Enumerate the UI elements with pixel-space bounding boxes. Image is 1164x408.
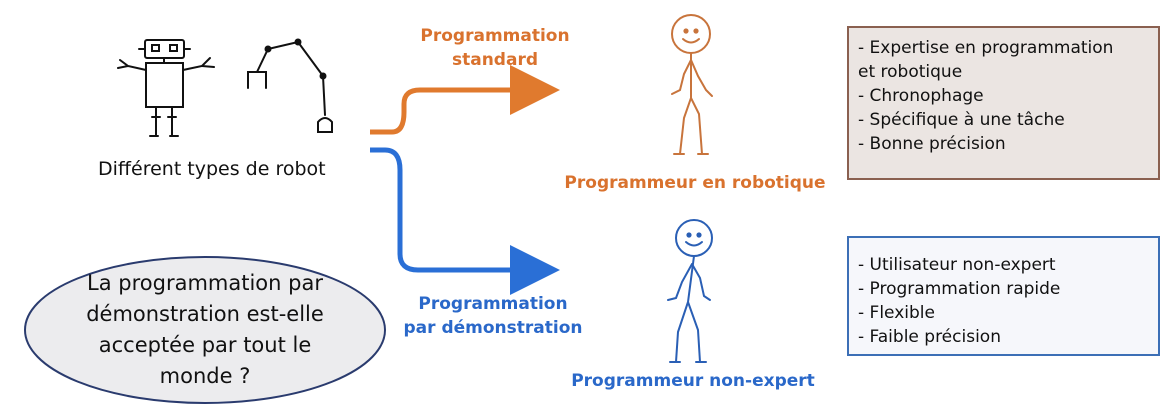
expert-trait: - Spécifique à une tâche xyxy=(858,110,1065,130)
non-expert-trait: - Faible précision xyxy=(858,327,1001,347)
robots-caption: Différent types de robot xyxy=(98,158,326,180)
robotics-programmer-figure-icon xyxy=(671,14,713,155)
expert-trait: - Chronophage xyxy=(858,86,984,106)
non-expert-trait: - Utilisateur non-expert xyxy=(858,255,1056,275)
demonstration-programming-label: Programmation par démonstration xyxy=(388,292,598,340)
non-expert-programmer-figure-icon xyxy=(667,219,713,363)
standard-label-line1: Programmation xyxy=(420,26,570,46)
demonstration-label-line2: par démonstration xyxy=(403,318,583,338)
standard-programming-label: Programmation standard xyxy=(400,24,590,72)
demonstration-label-line1: Programmation xyxy=(418,294,568,314)
standard-label-line2: standard xyxy=(451,50,538,70)
non-expert-traits-box: - Utilisateur non-expert - Programmation… xyxy=(847,236,1160,356)
non-expert-programmer-caption: Programmeur non-expert xyxy=(571,371,815,391)
question-text: La programmation par démonstration est-e… xyxy=(40,268,370,392)
demonstration-arrow xyxy=(370,147,560,295)
question-line: La programmation par xyxy=(87,271,323,295)
humanoid-robot-icon xyxy=(117,39,215,137)
question-line: acceptée par tout le xyxy=(98,333,312,357)
expert-trait: - Expertise en programmation xyxy=(858,38,1114,58)
question-line: démonstration est-elle xyxy=(86,302,324,326)
robotic-arm-icon xyxy=(247,38,333,133)
non-expert-trait: - Programmation rapide xyxy=(858,279,1061,299)
question-bubble xyxy=(24,256,386,404)
expert-traits-box: - Expertise en programmation et robotiqu… xyxy=(847,26,1160,180)
question-line: monde ? xyxy=(159,364,251,388)
robotics-programmer-caption: Programmeur en robotique xyxy=(564,173,826,193)
non-expert-trait: - Flexible xyxy=(858,303,935,323)
expert-trait: et robotique xyxy=(858,62,963,82)
expert-trait: - Bonne précision xyxy=(858,134,1006,154)
standard-arrow xyxy=(370,65,560,135)
